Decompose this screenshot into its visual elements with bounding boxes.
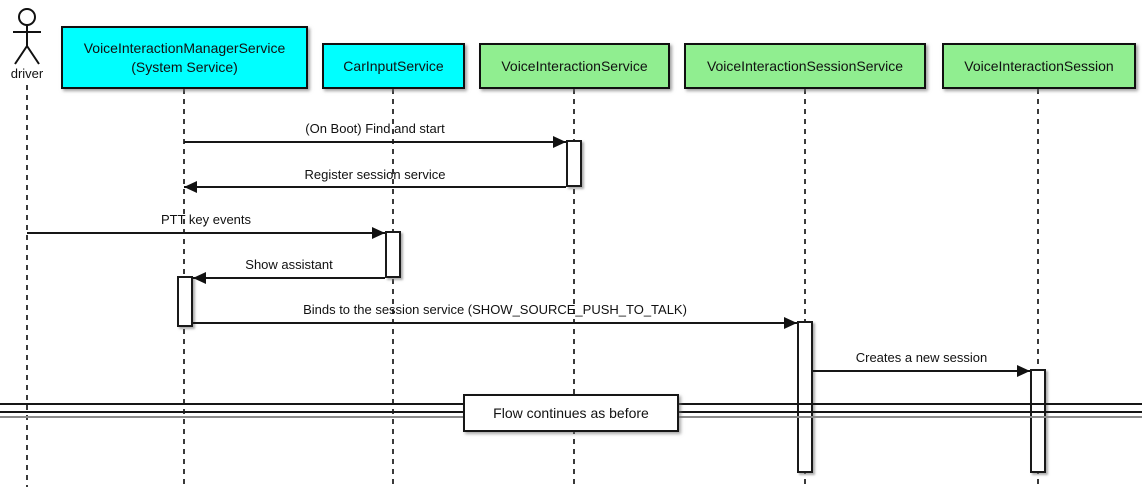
arrowhead-right-icon — [372, 227, 385, 239]
message-creates-new-session-line — [813, 370, 1030, 372]
lifeline-voiceinteractionsession — [1037, 89, 1039, 487]
arrowhead-right-icon — [1017, 365, 1030, 377]
participant-voiceinteractionservice: VoiceInteractionService — [479, 43, 670, 89]
actor-person-icon — [13, 8, 41, 65]
activation-voiceinteractionsessionservice — [797, 321, 813, 473]
divider-label-box: Flow continues as before — [463, 394, 679, 432]
lifeline-voiceinteractionsessionservice — [804, 89, 806, 487]
message-ptt-key-events-line — [27, 232, 385, 234]
activation-carinputservice — [385, 231, 401, 278]
message-register-session-service-line — [184, 186, 566, 188]
participant-voiceinteractionsessionservice: VoiceInteractionSessionService — [684, 43, 926, 89]
message-show-assistant-label: Show assistant — [245, 257, 333, 272]
arrowhead-right-icon — [553, 136, 566, 148]
activation-voiceinteractionmanagerservice — [177, 276, 193, 327]
participant-carinputservice: CarInputService — [322, 43, 465, 89]
arrowhead-left-icon — [184, 181, 197, 193]
message-register-session-service-label: Register session service — [304, 167, 446, 182]
message-ptt-key-events-label: PTT key events — [160, 212, 252, 227]
lifeline-carinputservice — [392, 89, 394, 487]
message-binds-to-session-service-line — [193, 322, 797, 324]
arrowhead-right-icon — [784, 317, 797, 329]
message-on-boot-find-and-start-line — [184, 141, 566, 143]
message-binds-to-session-service-label: Binds to the session service (SHOW_SOURC… — [303, 302, 687, 317]
lifeline-driver — [26, 85, 28, 487]
lifeline-voiceinteractionservice — [573, 89, 575, 487]
participant-voiceinteractionmanagerservice: VoiceInteractionManagerService (System S… — [61, 26, 308, 89]
participant-voiceinteractionsession: VoiceInteractionSession — [942, 43, 1136, 89]
arrowhead-left-icon — [193, 272, 206, 284]
actor-driver-label: driver — [10, 66, 44, 81]
activation-voiceinteractionsession — [1030, 369, 1046, 473]
activation-voiceinteractionservice — [566, 140, 582, 187]
message-show-assistant-line — [193, 277, 385, 279]
message-on-boot-find-and-start-label: (On Boot) Find and start — [305, 121, 445, 136]
message-creates-new-session-label: Creates a new session — [855, 350, 988, 365]
